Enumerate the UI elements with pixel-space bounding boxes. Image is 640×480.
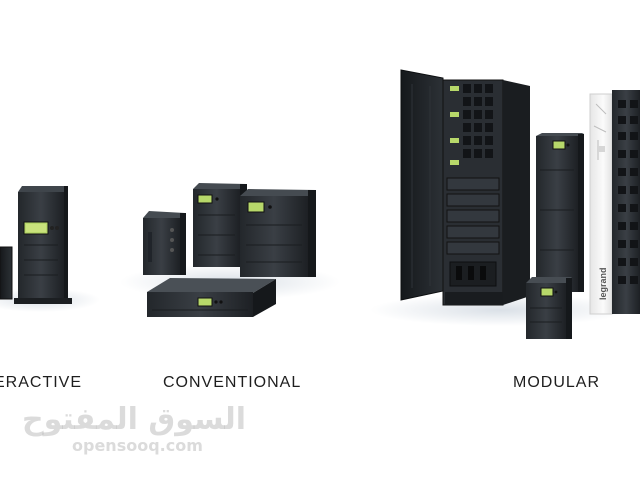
watermark-latin: opensooq.com (72, 436, 203, 455)
modular-label: MODULAR (513, 374, 601, 391)
modular-small-tower-ups (526, 277, 572, 339)
conventional-label: CONVENTIONAL (163, 374, 302, 391)
watermark-arabic: السوق المفتوح (22, 402, 247, 437)
conventional-small-tower-ups (143, 211, 186, 275)
line-interactive-group (0, 186, 100, 312)
modular-cabinet-open-door (400, 69, 530, 306)
conventional-group (120, 183, 340, 317)
conventional-rack-ups (147, 278, 276, 317)
conventional-large-tower-ups (240, 189, 316, 277)
modular-tall-tower-ups (536, 133, 584, 292)
modular-dark-cabinet (612, 90, 640, 314)
modular-group: legrand (370, 69, 640, 339)
line-interactive-label: ERACTIVE (0, 374, 83, 391)
conventional-mid-tower-ups (193, 183, 247, 267)
brand-text: legrand (598, 267, 608, 300)
modular-white-cabinet: legrand (589, 93, 613, 315)
line-interactive-tower-ups (14, 186, 72, 304)
